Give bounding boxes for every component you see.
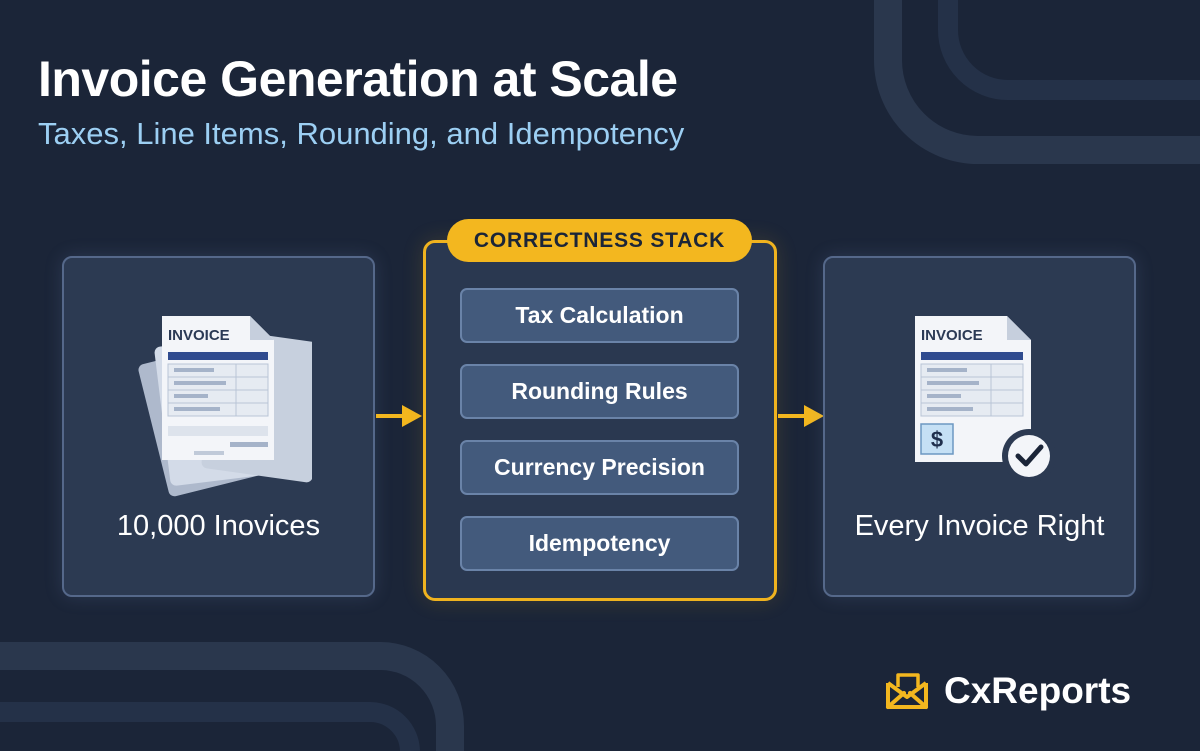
stack-item-tax-calculation: Tax Calculation xyxy=(460,288,739,343)
stack-item-rounding-rules: Rounding Rules xyxy=(460,364,739,419)
arrow-right-icon xyxy=(778,405,824,427)
input-panel: INVOICE 10,000 Inovices xyxy=(62,256,375,597)
stack-item-idempotency: Idempotency xyxy=(460,516,739,571)
currency-symbol: $ xyxy=(931,427,943,452)
check-circle-icon xyxy=(1002,429,1056,483)
output-caption: Every Invoice Right xyxy=(854,510,1105,542)
brand-name: CxReports xyxy=(944,670,1132,711)
invoice-stack-icon: INVOICE xyxy=(138,316,312,497)
output-panel: INVOICE $ Every Invoice Right xyxy=(823,256,1136,597)
page-subtitle: Taxes, Line Items, Rounding, and Idempot… xyxy=(38,116,685,151)
brand-logo: CxReports xyxy=(884,668,1131,714)
invoice-output-label: INVOICE xyxy=(921,327,983,344)
invoice-stack-label: INVOICE xyxy=(168,327,230,344)
input-caption: 10,000 Inovices xyxy=(116,510,321,542)
arrow-right-icon xyxy=(376,405,422,427)
envelope-logo-icon xyxy=(886,673,928,709)
invoice-verified-icon: INVOICE $ xyxy=(915,316,1056,483)
stack-item-currency-precision: Currency Precision xyxy=(460,440,739,495)
page-title: Invoice Generation at Scale xyxy=(38,51,678,107)
correctness-stack-badge: CORRECTNESS STACK xyxy=(447,219,752,262)
